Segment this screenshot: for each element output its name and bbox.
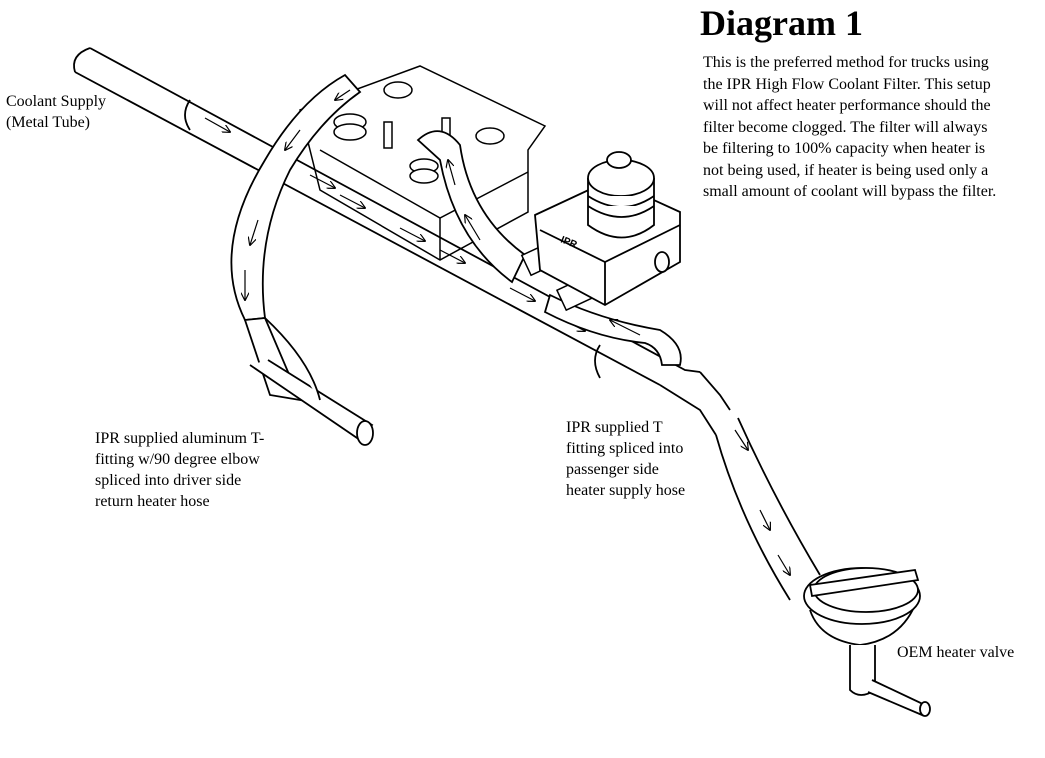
label-line: spliced into driver side [95,472,242,489]
description-line: small amount of coolant will bypass the … [703,183,997,200]
diagram-title: Diagram 1 [700,3,863,43]
return-flow-arrows [245,89,351,300]
coolant-supply-tube [73,47,821,601]
description-line: This is the preferred method for trucks … [703,54,989,71]
description-line: not being used, if heater is being used … [703,161,989,179]
description-line: be filtering to 100% capacity when heate… [703,140,986,157]
heater-valve-label: OEM heater valve [897,642,1014,663]
label-line: Coolant Supply [6,93,107,110]
label-line: OEM heater valve [897,644,1015,661]
description-text: This is the preferred method for trucks … [703,52,1041,203]
description-line: the IPR High Flow Coolant Filter. This s… [703,75,991,93]
label-line: return heater hose [95,493,210,510]
coolant-supply-label: Coolant Supply (Metal Tube) [6,91,106,133]
return-heater-hose [230,73,374,446]
supply-tfitting-label: IPR supplied T fitting spliced into pass… [566,417,685,501]
label-line: IPR supplied aluminum T- [95,430,265,447]
oem-heater-valve [803,567,931,717]
return-tfitting-label: IPR supplied aluminum T- fitting w/90 de… [95,428,264,512]
label-line: fitting spliced into [566,440,684,457]
description-line: filter become clogged. The filter will a… [703,118,988,136]
label-line: IPR supplied T [566,419,663,436]
label-line: passenger side [566,461,659,478]
label-line: heater supply hose [566,482,686,499]
label-line: (Metal Tube) [6,114,90,131]
description-line: will not affect heater performance shoul… [703,97,991,114]
filter-hose-arrows [448,160,641,336]
ipr-coolant-filter [534,151,681,307]
label-line: fitting w/90 degree elbow [95,451,260,468]
